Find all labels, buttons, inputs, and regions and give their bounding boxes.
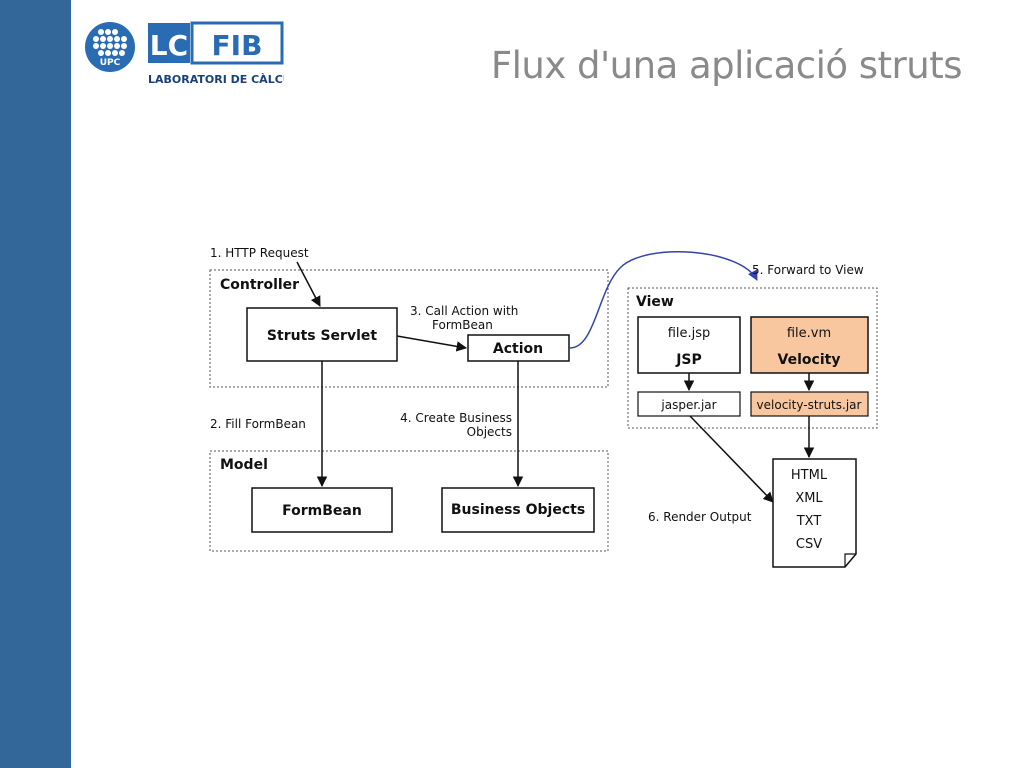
jasper-jar-box	[637, 391, 741, 417]
lc-logo-block	[148, 23, 190, 63]
formbean-label: FormBean	[282, 503, 362, 519]
controller-group	[209, 269, 609, 388]
fib-logo-block	[190, 21, 284, 65]
output-format-txt: TXT	[796, 514, 822, 529]
forward-to-view-arrow	[569, 251, 758, 349]
formbean-box	[251, 487, 393, 533]
lab-caption: LABORATORI DE CÀLCUL	[148, 73, 284, 86]
fib-logo-text: FIB	[212, 29, 263, 62]
view-group	[627, 287, 878, 429]
upc-logo-dots	[93, 29, 127, 56]
jsp-box	[637, 316, 741, 374]
step-4-label-line2: Objects	[467, 425, 512, 439]
business-objects-box	[441, 487, 595, 533]
model-group	[209, 450, 609, 552]
step-3-label-line2: FormBean	[432, 318, 493, 332]
action-box	[467, 334, 570, 362]
call-action-arrow	[396, 335, 468, 352]
step-2-label: 2. Fill FormBean	[210, 417, 306, 431]
output-document-icon	[772, 458, 857, 568]
step-4-label-line1: 4. Create Business	[400, 411, 512, 425]
step-1-label: 1. HTTP Request	[210, 246, 309, 260]
document-fold	[844, 553, 856, 567]
step-5-label: 5. Forward to View	[752, 263, 864, 277]
model-group-label: Model	[220, 457, 268, 473]
step-6-label: 6. Render Output	[648, 510, 752, 524]
jasper-jar-label: jasper.jar	[660, 398, 716, 412]
velocity-label: Velocity	[778, 352, 841, 368]
vm-file-label: file.vm	[787, 326, 831, 341]
view-group-label: View	[636, 294, 674, 310]
struts-flow-diagram: Controller Model View Struts Servlet Act…	[209, 246, 878, 568]
velocity-box	[750, 316, 869, 374]
jasper-render-arrow	[689, 415, 774, 503]
upc-lcfib-logo: UPC LC FIB LABORATORI DE CÀLCUL	[85, 21, 284, 86]
output-format-xml: XML	[795, 491, 823, 506]
jsp-label: JSP	[675, 352, 702, 368]
jsp-file-label: file.jsp	[668, 326, 711, 341]
struts-servlet-box	[246, 307, 398, 362]
struts-servlet-label: Struts Servlet	[267, 328, 377, 344]
controller-group-label: Controller	[220, 277, 299, 293]
slide-title: Flux d'una aplicació struts	[490, 44, 963, 87]
business-objects-label: Business Objects	[451, 502, 585, 518]
upc-logo-text: UPC	[100, 58, 121, 68]
http-request-arrow	[296, 261, 321, 307]
action-label: Action	[493, 341, 543, 357]
step-3-label-line1: 3. Call Action with	[410, 304, 518, 318]
left-sidebar-bar	[0, 0, 71, 768]
output-format-html: HTML	[791, 468, 828, 483]
lc-logo-text: LC	[150, 29, 188, 62]
velocity-struts-jar-label: velocity-struts.jar	[757, 398, 862, 412]
output-format-csv: CSV	[796, 537, 822, 552]
